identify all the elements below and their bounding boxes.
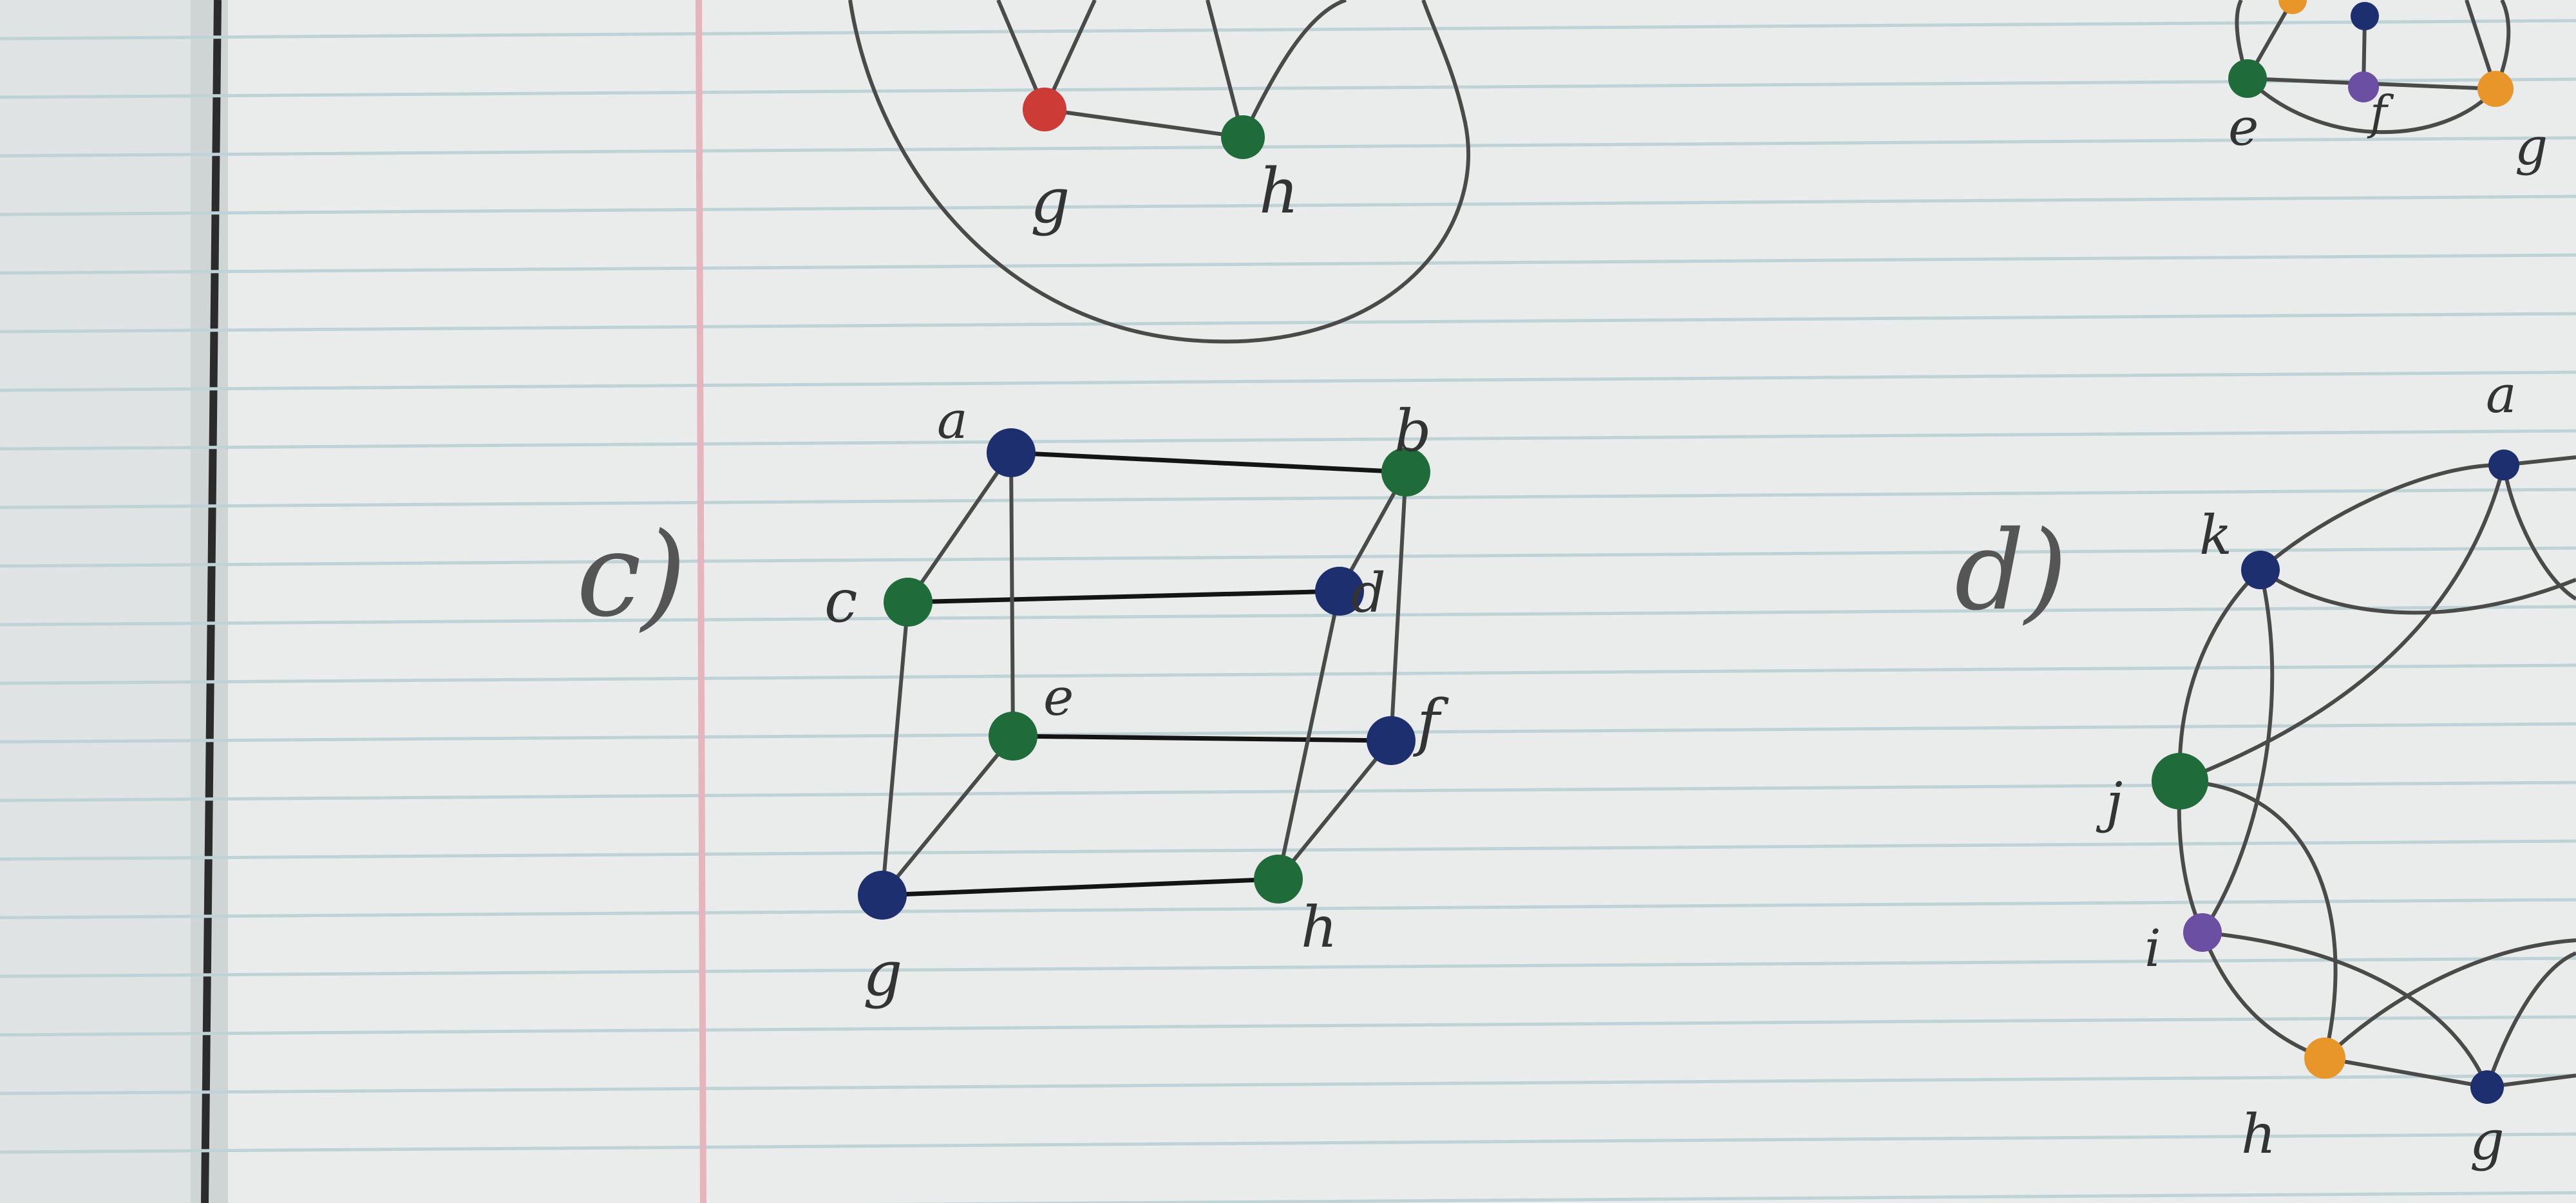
label-i-d: i <box>2145 918 2161 978</box>
label-e: e <box>1043 667 1074 727</box>
ruled-line <box>0 488 2576 509</box>
edge-g-right <box>2485 951 2576 1088</box>
ruled-line <box>0 722 2576 744</box>
edge-d-h <box>1276 591 1341 880</box>
node-c <box>884 578 933 627</box>
node-a-d <box>2488 450 2519 480</box>
part-label-c: c) <box>576 508 687 643</box>
label-h-d: h <box>2241 1103 2276 1166</box>
ruled-line <box>0 429 2576 451</box>
edge-a-e <box>1009 452 1015 737</box>
edge-h-curve <box>1241 0 1347 138</box>
label-e-partial: e <box>2228 97 2259 157</box>
edge-b-f <box>1389 471 1408 741</box>
node-e <box>989 712 1037 761</box>
edge-e-f <box>1012 734 1392 743</box>
edge-c-g <box>880 602 910 896</box>
edge-k-i <box>2201 569 2275 934</box>
edge-h-g <box>2324 1056 2488 1089</box>
node-b <box>1381 448 1430 497</box>
edge-c-d <box>907 589 1340 605</box>
top-partial-graph <box>848 0 1470 344</box>
left-page <box>0 0 193 1203</box>
ruled-lines <box>0 19 2576 1203</box>
label-h: h <box>1301 894 1338 960</box>
ruled-line <box>0 839 2576 861</box>
node-h-d <box>2304 1037 2345 1079</box>
label-a-d: a <box>2486 365 2517 424</box>
label-g-partial: g <box>2515 117 2548 176</box>
label-a: a <box>937 390 968 450</box>
node-g-partial <box>2477 71 2514 107</box>
label-g-d: g <box>2470 1109 2505 1172</box>
edge-h-right <box>2323 938 2576 1060</box>
node-d <box>1315 567 1364 616</box>
outer-loop <box>848 0 1470 344</box>
ruled-line <box>0 370 2576 392</box>
ruled-line <box>0 781 2576 802</box>
edge-h-up <box>1206 0 1245 138</box>
margin-line <box>696 0 706 1203</box>
ruled-line <box>0 136 2576 158</box>
node-g-top <box>1023 88 1066 131</box>
node-h-top <box>1221 115 1265 159</box>
ruled-line <box>0 194 2576 216</box>
edge-a-c <box>906 451 1013 603</box>
ruled-line <box>0 312 2576 334</box>
graph-c-edges <box>880 450 1408 898</box>
edge-k-right <box>2259 568 2576 615</box>
ruled-line <box>0 546 2576 568</box>
edge-i-h <box>2201 931 2326 1060</box>
ruled-line <box>0 19 2576 41</box>
edge-j-a <box>2179 464 2506 783</box>
graph-d-edges <box>2177 455 2576 1089</box>
ruled-line <box>0 1015 2576 1037</box>
label-g: g <box>863 938 902 1010</box>
node-k-d <box>2241 551 2280 589</box>
ruled-line <box>0 1132 2576 1154</box>
ruled-line <box>0 1074 2576 1095</box>
label-b: b <box>1394 397 1432 465</box>
label-g-top: g <box>1030 165 1070 237</box>
node-f <box>1367 716 1416 765</box>
edge-k-j <box>2177 568 2262 782</box>
edge-g-h <box>882 876 1279 898</box>
ruled-line <box>0 663 2576 685</box>
partial-bottom-curve <box>2246 77 2497 134</box>
edge-k-a <box>2259 462 2505 572</box>
node-g-d <box>2470 1070 2504 1104</box>
ruled-line <box>874 1191 2576 1203</box>
ruled-line <box>0 605 2576 627</box>
edge-f-h <box>1276 739 1393 880</box>
label-d: d <box>1351 562 1386 625</box>
node-i-d <box>2183 913 2222 952</box>
ruled-line <box>0 253 2576 275</box>
edge-e-g <box>880 735 1015 896</box>
edge-i-g <box>2202 931 2489 1088</box>
node-h <box>1254 855 1303 904</box>
edge-g-h <box>1044 108 1244 139</box>
node-blue-partial <box>2351 2 2379 30</box>
node-f-partial <box>2348 71 2379 102</box>
node-a <box>987 428 1036 477</box>
edge-a-down-right <box>2502 464 2576 601</box>
part-label-d: d) <box>1955 507 2067 635</box>
ruled-line <box>0 898 2576 920</box>
edge-j-h <box>2179 779 2338 1059</box>
ruled-line <box>0 77 2576 99</box>
label-c: c <box>824 567 858 636</box>
node-e-partial <box>2228 59 2267 98</box>
node-j-d <box>2152 753 2208 810</box>
binding-shadow <box>201 0 222 1203</box>
node-g <box>858 871 907 920</box>
edge-a-b <box>1010 450 1406 475</box>
ruled-line <box>0 956 2576 978</box>
node-orange-partial-top <box>2278 0 2307 14</box>
label-h-top: h <box>1259 155 1299 227</box>
label-k-d: k <box>2199 504 2232 567</box>
